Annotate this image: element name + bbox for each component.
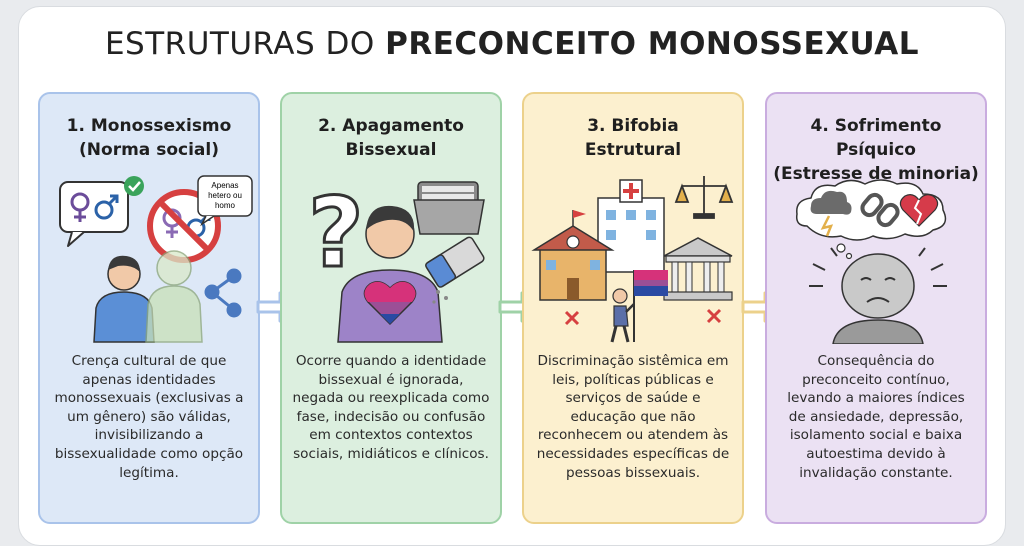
folder-icon	[413, 181, 485, 235]
sad-person-icon	[832, 253, 924, 344]
person-with-flag-icon	[610, 270, 668, 343]
school-icon	[531, 210, 615, 301]
person-icon	[93, 255, 155, 343]
svg-text:?: ?	[308, 177, 364, 289]
faded-person-icon	[145, 250, 203, 343]
female-symbol-icon	[70, 192, 90, 222]
broken-chain-icon	[860, 192, 900, 228]
card-title: 2. Apagamento Bissexual	[318, 116, 464, 160]
svg-text:hetero ou: hetero ou	[208, 191, 242, 200]
card-description: Ocorre quando a identidade bissexual é i…	[292, 353, 490, 462]
question-mark-icon: ?	[307, 176, 366, 291]
red-x-icon	[564, 308, 722, 326]
card-description: Discriminação sistêmica em leis, polític…	[536, 353, 730, 481]
card-title: 4. Sofrimento Psíquico (Estresse de mino…	[773, 116, 979, 184]
hospital-icon	[597, 179, 665, 273]
sign-icon: Apenas hetero ou homo	[197, 175, 253, 227]
male-symbol-icon	[94, 194, 119, 220]
erasure-illustration: ?	[307, 176, 485, 343]
share-icon	[204, 268, 242, 318]
stress-lines-icon	[809, 247, 947, 287]
eraser-icon	[425, 236, 485, 304]
check-icon	[124, 176, 144, 196]
card-title: 1. Monossexismo (Norma social)	[66, 116, 232, 160]
card-monossexismo: 1. Monossexismo (Norma social)	[38, 92, 260, 524]
svg-text:homo: homo	[215, 201, 236, 210]
page-title: ESTRUTURAS DO PRECONCEITO MONOSSEXUAL	[104, 26, 920, 62]
card-title: 3. Bifobia Estrutural	[584, 116, 682, 160]
storm-cloud-icon	[810, 190, 852, 237]
courthouse-icon	[663, 237, 733, 301]
card-description: Consequência do preconceito contínuo, le…	[787, 353, 965, 481]
card-description: Crença cultural de que apenas identidade…	[54, 353, 244, 481]
card-apagamento: 2. Apagamento Bissexual ? Ocorre quand	[280, 92, 502, 524]
structural-biphobia-illustration	[531, 176, 734, 343]
card-bifobia: 3. Bifobia Estrutural	[522, 92, 744, 524]
psychological-distress-illustration	[795, 179, 947, 344]
svg-text:Apenas: Apenas	[211, 181, 238, 190]
bisexual-heart-icon	[363, 281, 417, 326]
monosexism-illustration: Apenas hetero ou homo	[59, 175, 253, 343]
scales-of-justice-icon	[674, 176, 734, 219]
speech-bubble-icon	[59, 181, 129, 247]
card-sofrimento: 4. Sofrimento Psíquico (Estresse de mino…	[765, 92, 987, 524]
broken-heart-icon	[899, 194, 939, 227]
